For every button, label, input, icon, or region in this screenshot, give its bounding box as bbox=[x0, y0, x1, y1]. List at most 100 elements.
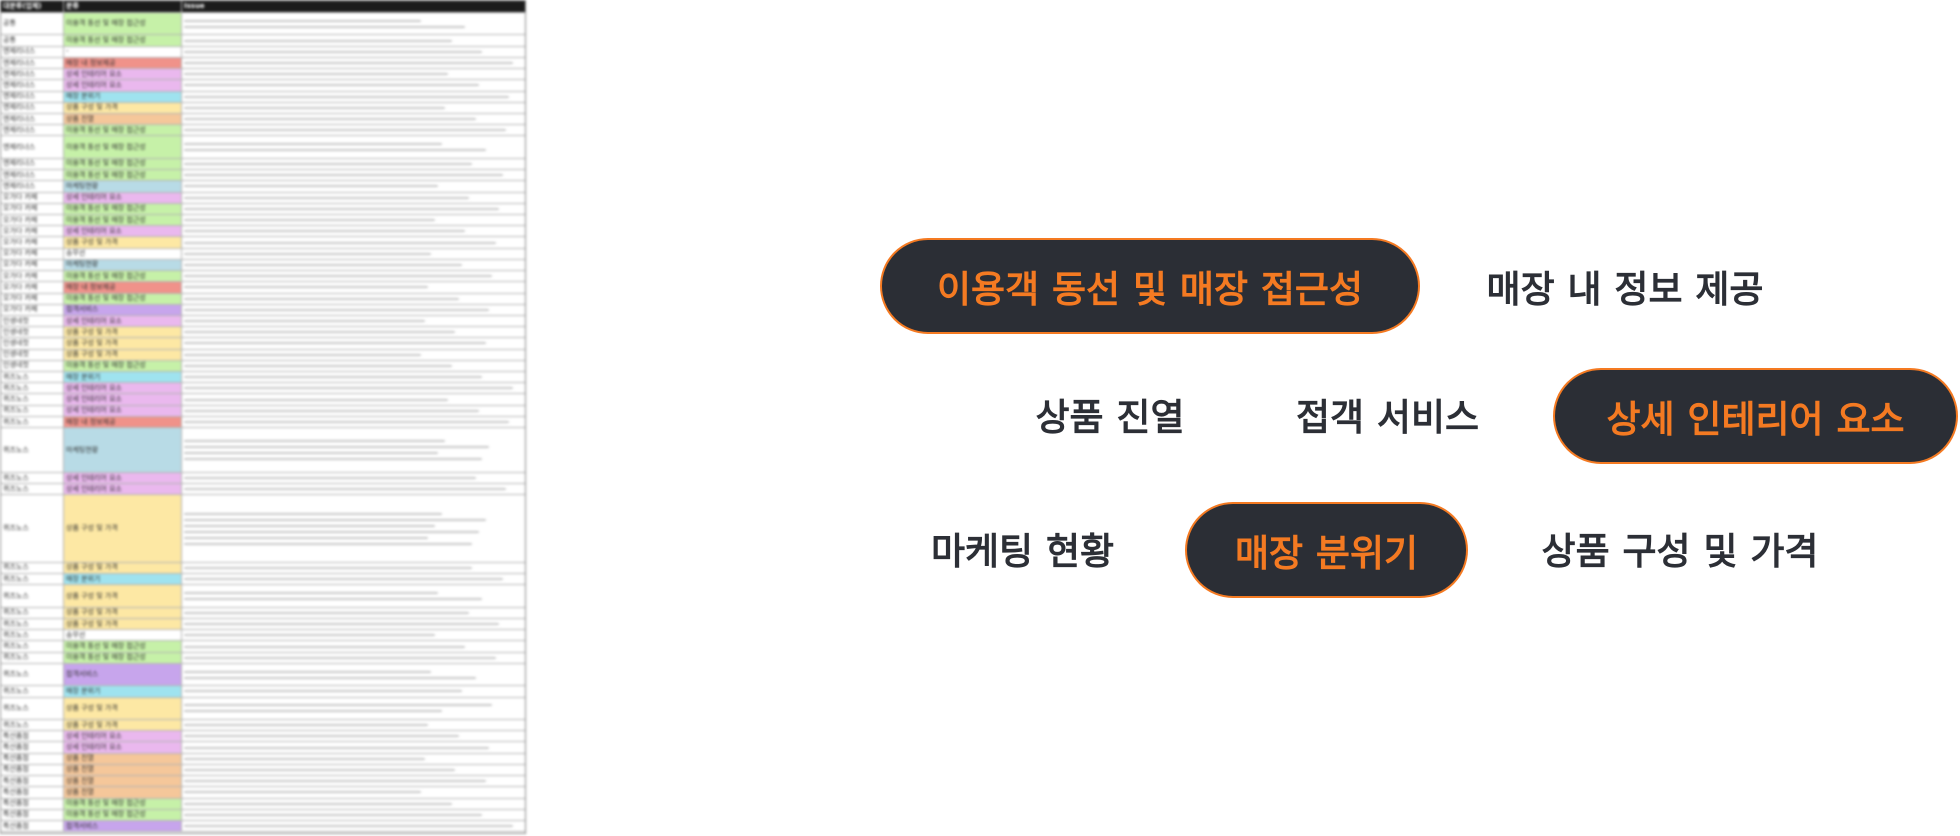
issue-text-line bbox=[184, 656, 496, 659]
issue-text-line bbox=[184, 634, 435, 637]
cell-issue bbox=[182, 282, 525, 292]
cell-company: 퀴즈노스 bbox=[1, 585, 64, 607]
cell-issue bbox=[182, 686, 525, 696]
cell-company: 퀴즈노스 bbox=[1, 416, 64, 428]
issue-text-line bbox=[184, 623, 500, 626]
sheet-row: 엔제리너스- bbox=[1, 46, 525, 58]
issue-text-line bbox=[184, 578, 503, 581]
cell-issue bbox=[182, 406, 525, 416]
cell-company: 오가다 카페 bbox=[1, 304, 64, 315]
issue-text-line bbox=[184, 398, 449, 401]
cell-issue bbox=[182, 338, 525, 348]
issue-text-line bbox=[184, 297, 459, 300]
cell-company: 엔제리너스 bbox=[1, 46, 64, 57]
issue-text-line bbox=[184, 106, 446, 109]
cell-category: 이용객 동선 및 매장 접근성 bbox=[64, 125, 182, 136]
issue-text-line bbox=[184, 768, 456, 771]
cell-category: 매장 분위기 bbox=[64, 574, 182, 585]
cell-issue bbox=[182, 35, 525, 45]
cell-issue bbox=[182, 473, 525, 483]
cell-company: 퀴즈노스 bbox=[1, 428, 64, 473]
cell-category: 이용객 동선 및 매장 접근성 bbox=[64, 809, 182, 820]
cell-company: 특산품점 bbox=[1, 798, 64, 809]
cell-issue bbox=[182, 698, 525, 719]
cell-category: 상품 구성 및 가격 bbox=[64, 338, 182, 349]
cell-issue bbox=[182, 664, 525, 685]
issue-text-line bbox=[184, 376, 483, 379]
issue-text-line bbox=[184, 162, 473, 165]
cell-company: 오가다 카페 bbox=[1, 293, 64, 304]
cell-issue bbox=[182, 484, 525, 494]
cell-category: 상품 구성 및 가격 bbox=[64, 102, 182, 113]
issue-text-line bbox=[184, 452, 439, 455]
keyword-chip: 매장 분위기 bbox=[1185, 502, 1468, 598]
cell-category: 상세 인테리어 요소 bbox=[64, 80, 182, 91]
cell-category: 이용객 동선 및 매장 접근성 bbox=[64, 136, 182, 158]
cell-company: 특산품점 bbox=[1, 753, 64, 764]
cell-company: 퀴즈노스 bbox=[1, 383, 64, 394]
cell-category: 매장 내 정보제공 bbox=[64, 57, 182, 69]
cell-category: 상품 진열 bbox=[64, 776, 182, 787]
issue-text-line bbox=[184, 780, 486, 783]
cell-category: 상세 인테리어 요소 bbox=[64, 405, 182, 416]
cell-category: 이용객 동선 및 매장 접근성 bbox=[64, 13, 182, 35]
cell-category: 마케팅현황 bbox=[64, 259, 182, 271]
cell-issue bbox=[182, 193, 525, 203]
cell-issue bbox=[182, 608, 525, 618]
cell-category: - bbox=[64, 46, 182, 57]
cell-category: 상품 구성 및 가격 bbox=[64, 495, 182, 562]
issue-text-line bbox=[184, 477, 476, 480]
cell-company: 엔제리너스 bbox=[1, 91, 64, 102]
cell-issue bbox=[182, 574, 525, 584]
cell-issue bbox=[182, 204, 525, 214]
cell-company: 인생네컷 bbox=[1, 338, 64, 349]
issue-text-line bbox=[184, 230, 466, 233]
issue-text-line bbox=[184, 286, 429, 289]
cell-issue bbox=[182, 80, 525, 90]
cell-issue bbox=[182, 13, 525, 34]
cell-company: 특산품점 bbox=[1, 809, 64, 820]
issue-text-line bbox=[184, 458, 483, 461]
cell-company: 인생네컷 bbox=[1, 327, 64, 338]
cell-issue bbox=[182, 799, 525, 809]
cell-company: 오가다 카페 bbox=[1, 271, 64, 282]
cell-company: 엔제리너스 bbox=[1, 125, 64, 136]
issue-text-line bbox=[184, 566, 473, 569]
cell-issue bbox=[182, 731, 525, 741]
cell-company: 특산품점 bbox=[1, 787, 64, 798]
cell-issue bbox=[182, 776, 525, 786]
cell-category: 송무선 bbox=[64, 248, 182, 259]
issue-text-line bbox=[184, 207, 500, 210]
keyword-chip: 매장 내 정보 제공 bbox=[1486, 268, 1764, 311]
issue-text-line bbox=[184, 710, 442, 713]
cell-company: 엔제리너스 bbox=[1, 57, 64, 69]
issue-text-line bbox=[184, 241, 496, 244]
issue-text-line bbox=[184, 196, 469, 199]
cell-category: 송무선 bbox=[64, 630, 182, 641]
issue-text-line bbox=[184, 802, 452, 805]
issue-text-line bbox=[184, 19, 422, 22]
cell-category: 상품 구성 및 가격 bbox=[64, 327, 182, 338]
issue-text-line bbox=[184, 275, 493, 278]
cell-issue bbox=[182, 720, 525, 730]
cell-company: 엔제리너스 bbox=[1, 69, 64, 80]
